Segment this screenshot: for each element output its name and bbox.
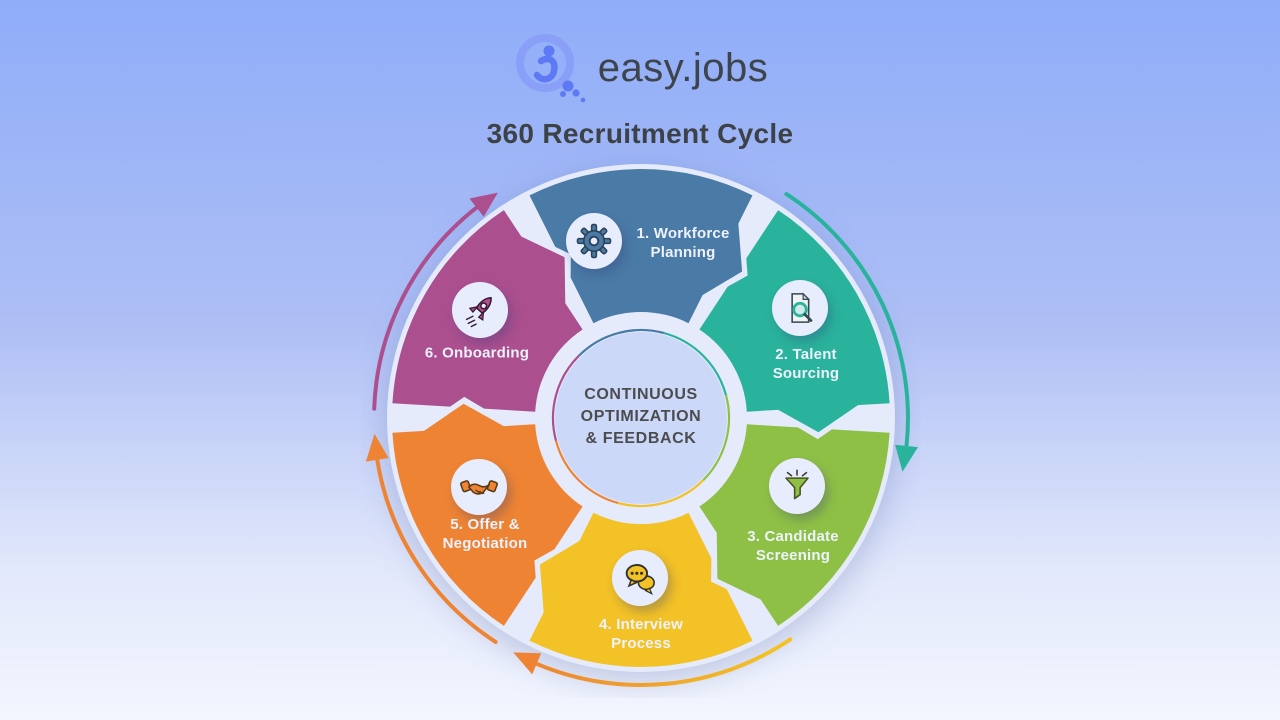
hub-circle	[555, 332, 727, 504]
outer-cycle-arc	[534, 637, 793, 688]
magnifier-person-icon	[515, 34, 586, 103]
segment-label-4: 4. Interview Process	[598, 616, 684, 652]
outer-cycle-arc	[375, 457, 498, 644]
segment-3-shape	[699, 424, 890, 626]
outer-cycle-arrowhead	[469, 192, 498, 217]
segment-label-1: 1. Workforce Planning	[636, 225, 730, 261]
hub-line-3: & FEEDBACK	[585, 430, 697, 447]
chat-bubbles-icon	[612, 550, 668, 606]
brand-name: easy.jobs	[597, 45, 769, 90]
segment-label-6: 6. Onboarding	[424, 344, 530, 362]
segment-5-shape	[392, 424, 583, 626]
outer-cycle-arrowhead	[365, 433, 389, 462]
next-step-arrow-3	[716, 531, 764, 601]
hub-ring-arc	[617, 479, 704, 508]
next-step-arrow-2	[776, 403, 861, 433]
gear-icon	[566, 213, 622, 269]
next-step-arrow-6	[518, 235, 566, 305]
outer-cycle-arc	[784, 192, 910, 448]
hub-line-2: OPTIMIZATION	[580, 408, 702, 425]
hub-caption: CONTINUOUS OPTIMIZATION & FEEDBACK	[541, 384, 741, 450]
next-step-arrow-1	[701, 220, 743, 296]
segment-label-3: 3. Candidate Screening	[747, 528, 839, 564]
hub-ring-arc	[554, 440, 619, 505]
segment-label-2: 2. Talent Sourcing	[772, 346, 840, 382]
outer-cycle-arrowhead	[895, 444, 918, 472]
next-step-arrow-4	[539, 540, 581, 616]
segment-1-shape	[529, 169, 753, 324]
handshake-icon	[451, 459, 507, 515]
logo: easy.jobs	[0, 30, 1280, 106]
page-title: 360 Recruitment Cycle	[486, 118, 794, 149]
hub-line-1: CONTINUOUS	[584, 386, 698, 403]
hub-ring-arc	[702, 394, 731, 481]
funnel-icon	[769, 458, 825, 514]
rocket-icon	[452, 282, 508, 338]
segment-label-5: 5. Offer & Negotiation	[442, 516, 528, 552]
hub-ring-arc	[551, 355, 580, 442]
hub-ring-arc	[663, 331, 728, 396]
outer-cycle-arc	[372, 205, 479, 411]
hub-ring-arc	[578, 328, 665, 357]
document-search-icon	[772, 280, 828, 336]
next-step-arrow-5	[421, 403, 506, 433]
outer-cycle-arrowhead	[513, 652, 542, 675]
